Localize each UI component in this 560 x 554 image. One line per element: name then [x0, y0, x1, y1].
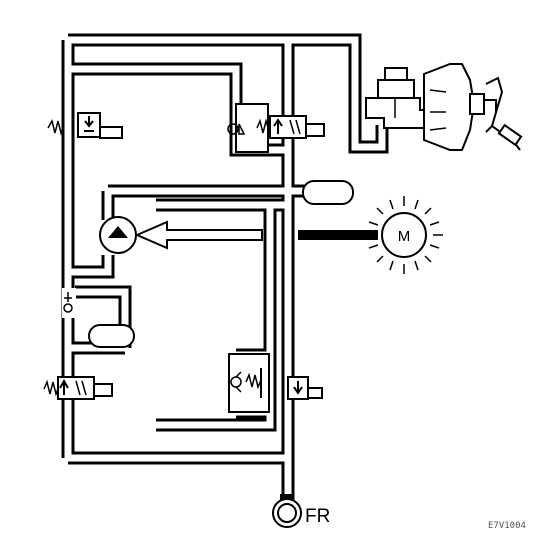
lower-right-outlet-valve	[287, 376, 323, 400]
wheel-cylinder-icon: FR	[272, 494, 330, 528]
upper-left-solenoid-valve	[47, 112, 123, 139]
upper-inlet-valve-group	[227, 103, 325, 153]
master-cylinder	[365, 97, 427, 129]
brake-pedal-icon	[484, 76, 523, 151]
upper-accumulator	[302, 180, 354, 205]
valve-spring-icon	[47, 119, 65, 136]
motor-drive-arrow	[134, 220, 378, 250]
motor-icon: M	[365, 196, 443, 274]
wheel-label: FR	[305, 506, 330, 527]
motor-rays	[365, 196, 443, 274]
middle-check-valve	[62, 288, 76, 318]
check-valve-icon	[227, 123, 246, 135]
valve-spring-icon	[43, 379, 60, 397]
lower-left-solenoid-valve	[43, 376, 113, 400]
hydraulic-lines	[61, 33, 389, 500]
master-cylinder-assembly	[365, 63, 523, 151]
valve-spring-icon	[256, 118, 270, 134]
reservoir	[377, 67, 415, 99]
pipe-outer-strokes	[61, 33, 389, 500]
valve-spring-icon	[245, 372, 262, 390]
motor-label: M	[398, 228, 411, 245]
lower-accumulator	[88, 324, 135, 348]
lower-center-valve-group	[228, 353, 270, 413]
check-valve-icon	[230, 371, 242, 393]
figure-code: E7V1004	[488, 521, 526, 531]
pump-icon	[99, 216, 137, 254]
brake-booster	[423, 63, 485, 151]
